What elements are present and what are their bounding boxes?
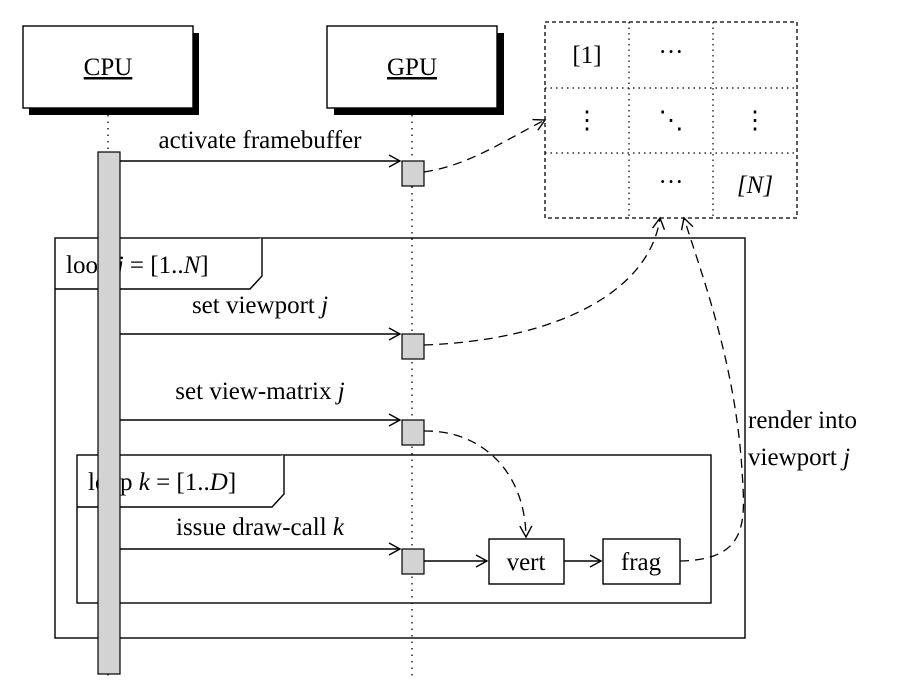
- view-matrix-to-vert-dashed: [423, 430, 533, 539]
- frag-stage-label: frag: [621, 549, 662, 576]
- render-into-viewport-dashed: [679, 216, 745, 562]
- vert-stage-label: vert: [507, 549, 546, 576]
- gpu-activation-viewport: [401, 333, 425, 360]
- grid-cell-vdots-left: ⋮: [575, 107, 600, 134]
- gpu-lifeline-head: GPU: [326, 25, 504, 115]
- cpu-activation-bar: [97, 151, 121, 675]
- render-annotation-line1: render into: [748, 407, 857, 434]
- grid-cell-ddots: ⋱: [659, 107, 684, 134]
- gpu-activation-framebuffer: [401, 160, 425, 187]
- framebuffer-link-dashed: [423, 118, 547, 173]
- issue-draw-call-label: issue draw-call k: [176, 514, 345, 541]
- set-viewport-label: set viewport j: [192, 292, 328, 319]
- frag-stage-box: [602, 538, 681, 585]
- cpu-lifeline-head: CPU: [22, 25, 199, 115]
- framebuffer-grid: [1] ··· ⋮ ⋱ ⋮ ··· [N]: [544, 21, 798, 219]
- grid-cell-last: [N]: [737, 172, 773, 199]
- grid-cell-hdots-bottom: ···: [659, 169, 684, 196]
- gpu-activation-view-matrix: [401, 419, 425, 446]
- render-annotation-line2: viewport j: [748, 444, 850, 471]
- loop-j-label: loop j = [1..N]: [66, 252, 209, 279]
- viewport-link-dashed: [423, 216, 666, 346]
- loop-k-frame: loop k = [1..D]: [76, 454, 712, 604]
- grid-cell-vdots-right: ⋮: [743, 107, 768, 134]
- grid-cell-first: [1]: [572, 42, 601, 69]
- set-view-matrix-label: set view-matrix j: [175, 378, 344, 405]
- gpu-activation-draw-call: [401, 548, 425, 575]
- activate-framebuffer-label: activate framebuffer: [159, 127, 363, 154]
- cpu-label: CPU: [84, 54, 133, 81]
- gpu-label: GPU: [387, 54, 437, 81]
- grid-cell-hdots-top: ···: [659, 39, 684, 66]
